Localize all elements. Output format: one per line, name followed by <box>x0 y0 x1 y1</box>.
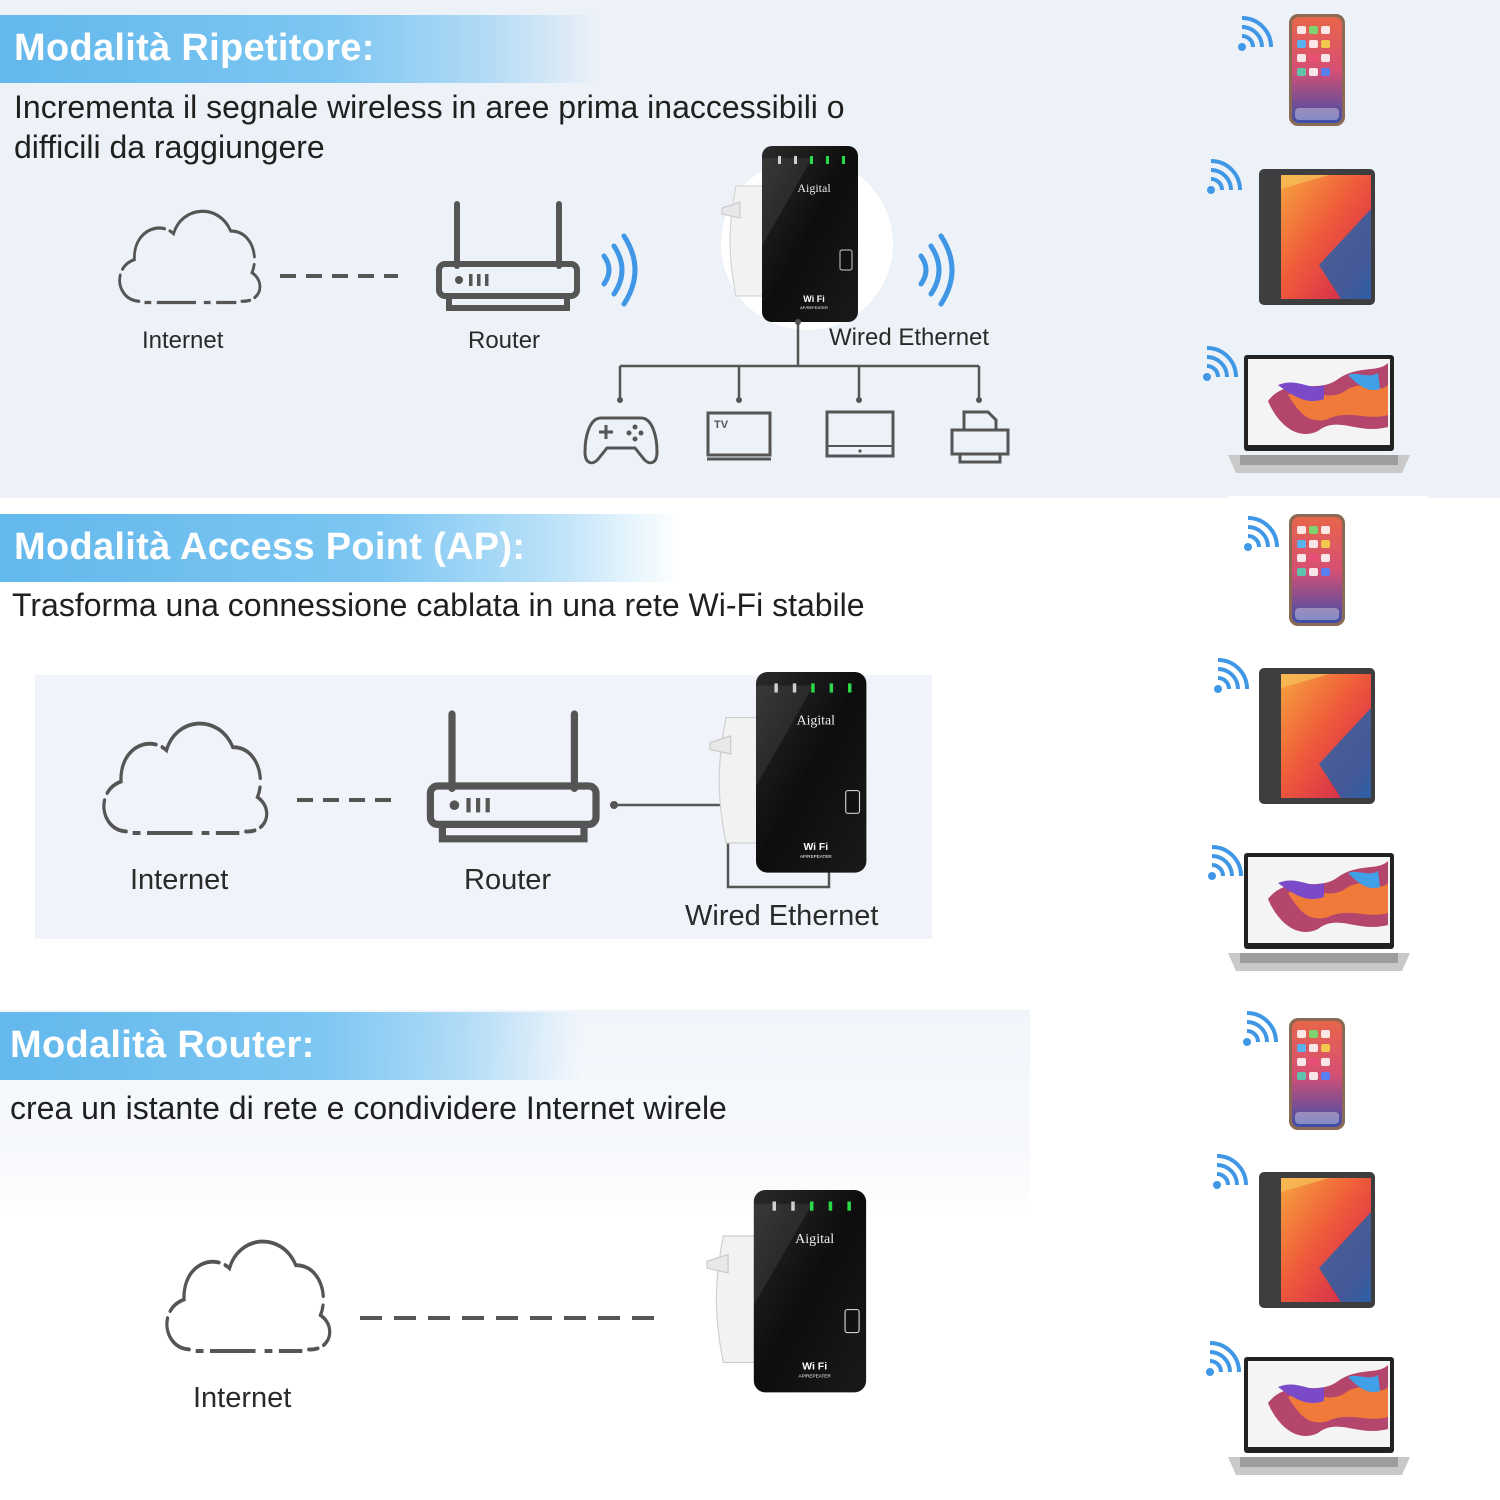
wifi-signal-icon <box>1205 159 1242 196</box>
repeater-description-line-1: Incrementa il segnale wireless in aree p… <box>14 89 845 125</box>
internet-label: Internet <box>193 1382 292 1414</box>
client-devices-column <box>1228 496 1428 1496</box>
smartphone-icon <box>1289 14 1345 126</box>
tablet-icon <box>1259 1172 1375 1308</box>
repeater-description-line-2: difficili da raggiungere <box>14 129 325 165</box>
router-label: Router <box>468 327 541 354</box>
router-mode-description: crea un istante di rete e condividere In… <box>10 1090 727 1126</box>
device-wifi-logo: Wi Fi <box>803 294 824 304</box>
router-icon <box>439 204 577 308</box>
device-subtitle: AP/REPEATER <box>800 854 833 859</box>
internet-label: Internet <box>142 327 224 354</box>
tablet-icon <box>1259 668 1375 804</box>
cloud-icon <box>118 209 262 305</box>
device-wifi-logo: Wi Fi <box>803 842 828 853</box>
laptop-icon <box>1228 853 1410 971</box>
wifi-signal-icon <box>921 236 952 304</box>
wifi-extender-device: Aigital Wi Fi AP/REPEATER <box>709 671 867 874</box>
wifi-signal-icon <box>1236 16 1273 53</box>
wifi-extender-device: Aigital Wi Fi AP/REPEATER <box>721 145 859 323</box>
section-title-repeater: Modalità Ripetitore: <box>0 15 600 83</box>
wired-ethernet-tree <box>618 322 981 400</box>
router-label: Router <box>464 864 552 896</box>
device-subtitle: AP/REPEATER <box>798 1373 831 1378</box>
tablet-icon <box>1259 169 1375 305</box>
device-brand: Aigital <box>795 1232 834 1247</box>
smartphone-icon <box>1289 1018 1345 1130</box>
cloud-icon <box>101 721 269 835</box>
wifi-extender-device: Aigital Wi Fi AP/REPEATER <box>706 1189 867 1393</box>
laptop-icon <box>1228 1357 1410 1475</box>
wired-ethernet-label: Wired Ethernet <box>829 324 990 351</box>
device-brand: Aigital <box>797 181 831 195</box>
router-icon <box>430 714 596 839</box>
device-subtitle: AP/REPEATER <box>800 305 828 310</box>
device-wifi-logo: Wi Fi <box>802 1361 827 1372</box>
repeater-title: Modalità Ripetitore: <box>14 27 375 69</box>
wired-ethernet-line <box>614 803 831 889</box>
laptop-icon <box>1228 355 1410 473</box>
wifi-signal-icon <box>604 236 635 304</box>
router-mode-title: Modalità Router: <box>10 1024 315 1066</box>
ap-description: Trasforma una connessione cablata in una… <box>12 587 865 623</box>
tv-icon-label: TV <box>714 419 729 431</box>
section-title-router: Modalità Router: <box>0 1012 580 1080</box>
monitor-icon <box>825 410 895 458</box>
gamepad-icon <box>583 416 659 465</box>
ap-title: Modalità Access Point (AP): <box>14 526 526 568</box>
smartphone-icon <box>1289 514 1345 626</box>
cloud-icon <box>164 1239 332 1353</box>
wired-ethernet-label: Wired Ethernet <box>685 900 879 932</box>
printer-icon <box>950 410 1010 464</box>
device-brand: Aigital <box>797 712 835 727</box>
internet-label: Internet <box>130 864 229 896</box>
wifi-signal-icon <box>1201 346 1238 383</box>
section-title-ap: Modalità Access Point (AP): <box>0 514 680 582</box>
